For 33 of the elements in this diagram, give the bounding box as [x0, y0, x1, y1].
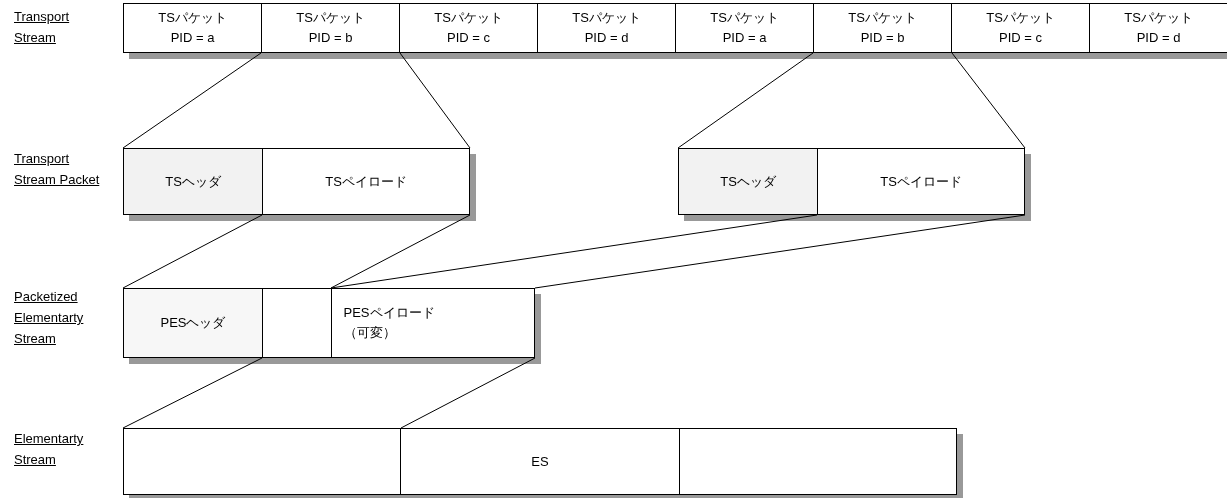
box-label: PID = b [308, 29, 353, 47]
box-label: TSパケット [986, 9, 1055, 27]
box-label: TSヘッダ [165, 172, 221, 191]
box-label: PESペイロード（可変） [343, 304, 436, 342]
box-label: PID = b [860, 29, 905, 47]
connector-line [677, 52, 814, 149]
box-label: TSペイロード [880, 172, 962, 191]
box-label: PID = c [447, 29, 490, 47]
box-label: ES [531, 452, 549, 471]
connector-line [122, 214, 263, 289]
connector-line [399, 52, 471, 149]
row-label: Transport Stream [14, 8, 71, 47]
box-label: PID = a [170, 29, 215, 47]
box-label: TSパケット [710, 9, 779, 27]
box-label: TSパケット [158, 9, 227, 27]
box-label: TSパケット [296, 9, 365, 27]
row-label: Transport Stream Packet [14, 150, 101, 189]
box-label: TSパケット [1124, 9, 1193, 27]
box-label: TSパケット [848, 9, 917, 27]
box-label: PID = d [584, 29, 629, 47]
box-label: PID = c [999, 29, 1042, 47]
connector-line [951, 52, 1026, 149]
box-label: PESヘッダ [160, 314, 226, 332]
box-label: TSヘッダ [720, 172, 776, 191]
connector-line [122, 52, 262, 149]
connector-line [122, 357, 263, 429]
row-label: Elementarty Stream [14, 430, 85, 469]
box-label: TSペイロード [325, 172, 407, 191]
box-label: TSパケット [572, 9, 641, 27]
box-label: PID = d [1136, 29, 1181, 47]
row-label: Packetized Elementarty Stream [14, 288, 85, 348]
box-label: PID = a [722, 29, 767, 47]
box-label: TSパケット [434, 9, 503, 27]
